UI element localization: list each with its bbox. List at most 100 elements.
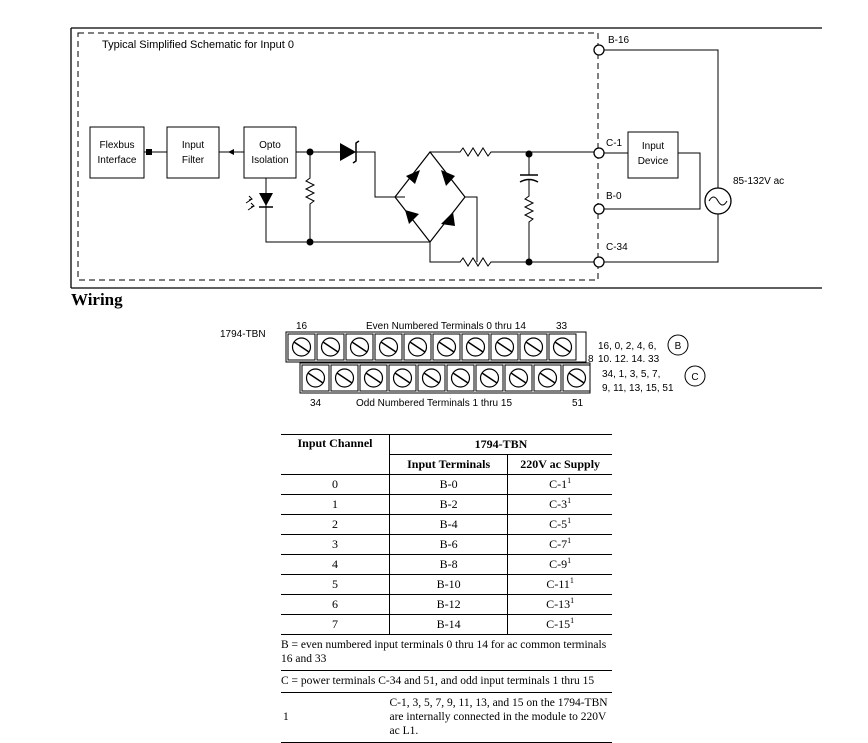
note-b: B = even numbered input terminals 0 thru… (281, 634, 612, 671)
footnote-text: C-1, 3, 5, 7, 9, 11, 13, and 15 on the 1… (389, 692, 612, 743)
resistor-lower (429, 242, 594, 267)
footnote-ref: 1 (570, 616, 575, 625)
top-side-text-2: 10. 12. 14. 33 (598, 354, 660, 365)
footnote-ref: 1 (567, 476, 572, 485)
terminal-c1 (593, 147, 605, 159)
channel-cell: 3 (281, 534, 390, 555)
bottom-row-label: Odd Numbered Terminals 1 thru 15 (356, 398, 512, 409)
top-screw-terminal (432, 333, 461, 361)
top-screw-terminal (490, 333, 519, 361)
field-wiring (604, 49, 719, 263)
supply-cell: C-111 (507, 574, 612, 595)
supply-label: 85-132V ac (733, 176, 784, 187)
channel-cell: 0 (281, 474, 390, 495)
bottom-right-terminal-label: 51 (572, 398, 584, 409)
top-screw-terminal (345, 333, 374, 361)
bottom-screw-terminal (388, 364, 417, 392)
input-terminal-cell: B-12 (388, 594, 508, 615)
input-terminal-cell: B-4 (388, 514, 508, 535)
top-side-num: 8 (588, 354, 594, 365)
channel-cell: 2 (281, 514, 390, 535)
supply-cell: C-71 (507, 534, 612, 555)
resistor-shunt (523, 180, 535, 262)
bridge-rectifier-icon (394, 151, 466, 243)
ac-source-icon (704, 187, 732, 215)
supply-cell: C-151 (507, 614, 612, 635)
header-group: 1794-TBN (389, 434, 612, 455)
bottom-side-text-2: 9, 11, 13, 15, 51 (602, 383, 674, 394)
terminal-b16 (593, 44, 605, 56)
channel-cell: 5 (281, 574, 390, 595)
header-input-channel: Input Channel (281, 434, 390, 475)
supply-value: C-5 (549, 517, 568, 531)
filter-label-2: Filter (182, 155, 205, 166)
badge-c-icon (684, 365, 706, 387)
footnote-ref: 1 (567, 536, 572, 545)
base-model-label: 1794-TBN (220, 329, 266, 340)
supply-value: C-11 (546, 577, 570, 591)
badge-c-label: C (691, 372, 698, 383)
supply-cell: C-11 (507, 474, 612, 495)
top-screw-terminal (403, 333, 432, 361)
terminal-base-diagram: 1794-TBN 16 Even Numbered Terminals 0 th… (220, 321, 706, 409)
footnote-number: 1 (281, 692, 390, 743)
input-filter-block: Input Filter (166, 126, 220, 179)
input-device-block: Input Device (627, 131, 679, 179)
terminal-b0-label: B-0 (606, 191, 622, 202)
supply-cell: C-131 (507, 594, 612, 615)
filter-label-1: Input (182, 140, 204, 151)
bottom-screw-terminal (475, 364, 504, 392)
channel-cell: 1 (281, 494, 390, 515)
channel-cell: 7 (281, 614, 390, 635)
footnote-ref: 1 (570, 596, 575, 605)
flexbus-label-2: Interface (98, 155, 137, 166)
note-c: C = power terminals C-34 and 51, and odd… (281, 670, 612, 693)
terminal-c34-label: C-34 (606, 242, 628, 253)
opto-label-1: Opto (259, 140, 281, 151)
top-side-text-1: 16, 0, 2, 4, 6, (598, 341, 656, 352)
top-left-terminal-label: 16 (296, 321, 308, 332)
input-terminal-cell: B-2 (388, 494, 508, 515)
supply-value: C-15 (546, 617, 571, 631)
top-screw-terminal (519, 333, 548, 361)
input-terminal-cell: B-8 (388, 554, 508, 575)
bottom-side-text-1: 34, 1, 3, 5, 7, (602, 369, 660, 380)
bottom-screw-terminal (504, 364, 533, 392)
bottom-screw-terminal (533, 364, 562, 392)
opto-label-2: Isolation (251, 155, 288, 166)
footnote-ref: 1 (567, 556, 572, 565)
top-screw-row (287, 333, 577, 361)
top-row-label: Even Numbered Terminals 0 thru 14 (366, 321, 526, 332)
channel-cell: 6 (281, 594, 390, 615)
bottom-screw-terminal (562, 364, 591, 392)
footnote-ref: 1 (567, 496, 572, 505)
badge-b-icon (667, 334, 689, 356)
top-screw-terminal (287, 333, 316, 361)
top-screw-terminal (548, 333, 577, 361)
supply-value: C-3 (549, 497, 568, 511)
footnote-ref: 1 (569, 576, 574, 585)
channel-table: Input Channel 1794-TBN Input Terminals 2… (281, 434, 612, 743)
bottom-screw-terminal (359, 364, 388, 392)
bottom-screw-terminal (330, 364, 359, 392)
led-icon (245, 193, 273, 211)
supply-cell: C-31 (507, 494, 612, 515)
wiring-heading: Wiring (71, 290, 123, 309)
wire-bridge-lower (465, 196, 478, 262)
supply-value: C-7 (549, 537, 568, 551)
bottom-screw-row (301, 364, 591, 392)
top-screw-terminal (374, 333, 403, 361)
module-boundary (77, 32, 599, 281)
badge-b-label: B (675, 341, 682, 352)
footnote-ref: 1 (567, 516, 572, 525)
terminal-b0 (593, 203, 605, 215)
wire-zener-bridge (356, 151, 405, 198)
supply-cell: C-91 (507, 554, 612, 575)
